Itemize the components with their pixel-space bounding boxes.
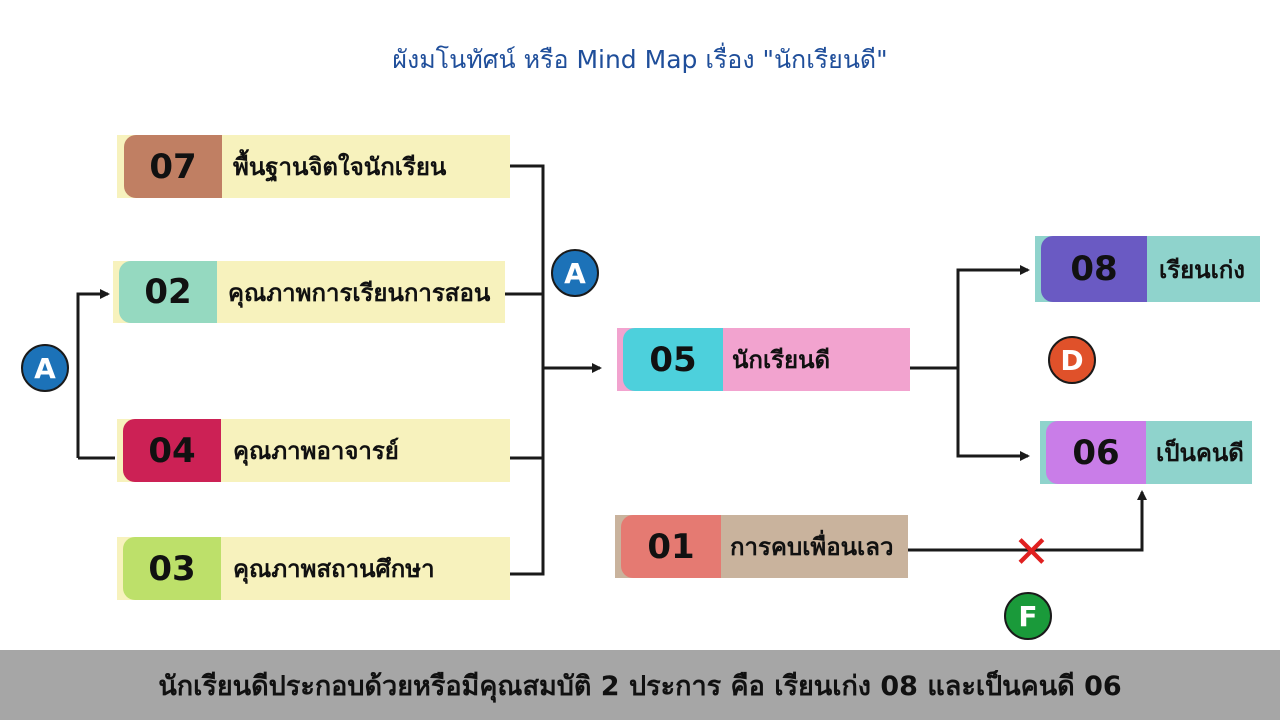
arrow-01-to-06: [908, 490, 1147, 552]
arrow-to-08: [956, 265, 1030, 368]
node-08[interactable]: 08 เรียนเก่ง: [1035, 236, 1260, 302]
node-05-code: 05: [623, 328, 723, 391]
node-04-code: 04: [123, 419, 221, 482]
right-bracket-line: [510, 164, 545, 576]
node-06[interactable]: 06 เป็นคนดี: [1040, 421, 1252, 484]
node-01[interactable]: 01 การคบเพื่อนเลว: [615, 515, 908, 578]
node-08-code: 08: [1041, 236, 1147, 302]
node-07-code: 07: [124, 135, 222, 198]
node-07-label: พื้นฐานจิตใจนักเรียน: [233, 153, 447, 181]
node-03-label: คุณภาพสถานศึกษา: [233, 555, 435, 583]
page-title: ผังมโนทัศน์ หรือ Mind Map เรื่อง "นักเรี…: [392, 45, 888, 74]
cross-icon: ✕: [1013, 527, 1050, 578]
node-06-label: เป็นคนดี: [1156, 439, 1244, 467]
node-01-label: การคบเพื่อนเลว: [730, 533, 894, 561]
node-02-label: คุณภาพการเรียนการสอน: [228, 278, 491, 307]
node-07[interactable]: 07 พื้นฐานจิตใจนักเรียน: [117, 135, 510, 198]
badge-d: D: [1048, 336, 1096, 384]
badge-a-left: A: [21, 344, 69, 392]
footer-summary: นักเรียนดีประกอบด้วยหรือมีคุณสมบัติ 2 ปร…: [0, 650, 1280, 720]
node-08-label: เรียนเก่ง: [1159, 255, 1246, 284]
node-06-code: 06: [1046, 421, 1146, 484]
node-03[interactable]: 03 คุณภาพสถานศึกษา: [117, 537, 510, 600]
node-05-label: นักเรียนดี: [732, 346, 831, 374]
node-04[interactable]: 04 คุณภาพอาจารย์: [117, 419, 510, 482]
node-03-code: 03: [123, 537, 221, 600]
node-05[interactable]: 05 นักเรียนดี: [617, 328, 910, 391]
node-01-code: 01: [621, 515, 721, 578]
badge-a-middle: A: [551, 249, 599, 297]
left-bracket-line: [76, 289, 110, 458]
arrow-to-06: [956, 368, 1030, 461]
node-02[interactable]: 02 คุณภาพการเรียนการสอน: [113, 261, 505, 323]
node-04-label: คุณภาพอาจารย์: [233, 437, 399, 465]
badge-f: F: [1004, 592, 1052, 640]
node-02-code: 02: [119, 261, 217, 323]
